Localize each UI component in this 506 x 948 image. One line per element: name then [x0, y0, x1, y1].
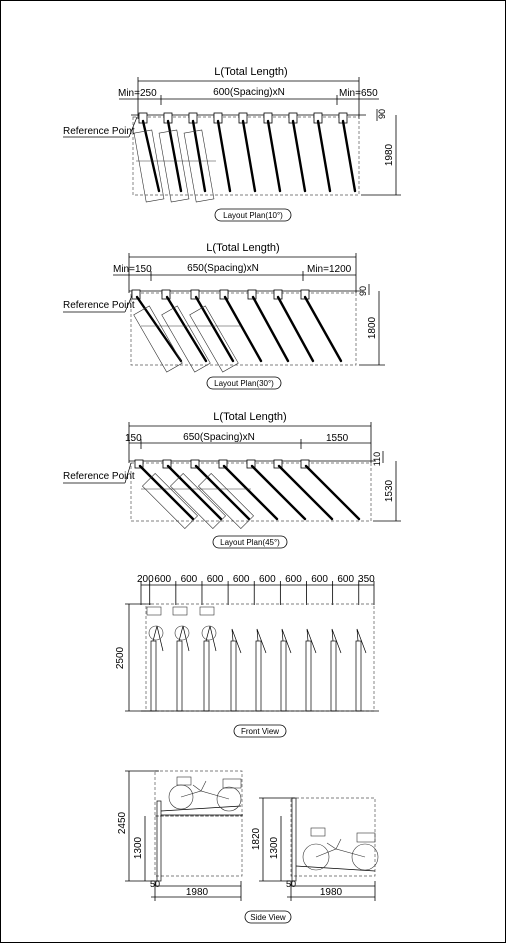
front-spacing-label: 600	[285, 574, 302, 585]
plan2-top-offset: 90	[358, 286, 368, 296]
front-spacing-ticks	[140, 581, 375, 605]
front-spacing-label: 600	[259, 574, 276, 585]
side-right-lower: 1300	[269, 836, 280, 859]
plan3-bikes	[141, 472, 255, 530]
side-caption: Side View	[250, 913, 286, 922]
plan2-reference-point: Reference Point	[63, 300, 135, 311]
front-spacing-label: 600	[154, 574, 171, 585]
side-view-right: 1820 1300 50 1980 Side View	[244, 797, 379, 924]
side-left-bike	[168, 776, 242, 812]
plan3-left: 150	[125, 433, 142, 444]
plan1-total-length: L(Total Length)	[214, 66, 287, 78]
plan2-bikes	[133, 305, 241, 373]
side-left-lower: 1300	[133, 836, 144, 859]
plan2-right-min: Min=1200	[307, 264, 352, 275]
front-spacing-label: 200	[137, 574, 154, 585]
front-bikes	[146, 606, 217, 641]
plan2-left-min: Min=150	[113, 264, 152, 275]
side-left-base: 50	[150, 879, 160, 889]
front-spacing-label: 600	[311, 574, 328, 585]
plan1-height: 1980	[384, 143, 395, 166]
plan3-top-offset: 110	[372, 452, 382, 466]
plan2-spacing: 650(Spacing)xN	[187, 263, 259, 274]
plan1-top-offset: 90	[377, 109, 387, 119]
side-right-width: 1980	[320, 887, 343, 898]
front-caption: Front View	[241, 727, 279, 736]
plan1-caption: Layout Plan(10°)	[223, 211, 283, 220]
plan1-spacing: 600(Spacing)xN	[213, 87, 285, 98]
plan3-caption: Layout Plan(45°)	[220, 538, 280, 547]
plan2-racks	[131, 289, 343, 363]
plan1-bikes	[133, 129, 216, 203]
plan1-reference-point: Reference Point	[63, 126, 135, 137]
front-spacing-label: 350	[358, 574, 375, 585]
plan3-spacing: 650(Spacing)xN	[183, 432, 255, 443]
side-left-total: 2450	[117, 811, 128, 834]
side-right-bike	[302, 827, 379, 871]
side-right-base: 50	[286, 879, 296, 889]
front-spacing-label: 600	[181, 574, 198, 585]
layout-plan-45: L(Total Length) 150 650(Spacing)xN 1550 …	[63, 411, 401, 549]
side-view-left: 2450 1300 50 1980	[117, 770, 243, 901]
plan3-reference-point: Reference Point	[63, 471, 135, 482]
side-right-total: 1820	[251, 827, 262, 850]
plan1-racks	[138, 112, 357, 193]
layout-plan-30: L(Total Length) Min=150 650(Spacing)xN M…	[63, 242, 385, 390]
plan3-racks	[134, 459, 361, 521]
plan2-total-length: L(Total Length)	[206, 242, 279, 254]
side-left-width: 1980	[186, 887, 209, 898]
plan3-height: 1530	[384, 479, 395, 502]
plan3-total-length: L(Total Length)	[213, 411, 286, 423]
front-spacing-label: 600	[207, 574, 224, 585]
front-height: 2500	[115, 646, 126, 669]
layout-plan-10: L(Total Length) Min=250 600(Spacing)xN M…	[63, 66, 401, 222]
plan2-height: 1800	[367, 316, 378, 339]
front-spacing-label: 600	[233, 574, 250, 585]
plan1-right-min: Min=650	[339, 88, 378, 99]
plan1-left-min: Min=250	[118, 88, 157, 99]
front-posts	[150, 625, 367, 712]
plan2-caption: Layout Plan(30°)	[214, 379, 274, 388]
plan3-right: 1550	[326, 433, 349, 444]
front-spacing-label: 600	[337, 574, 354, 585]
